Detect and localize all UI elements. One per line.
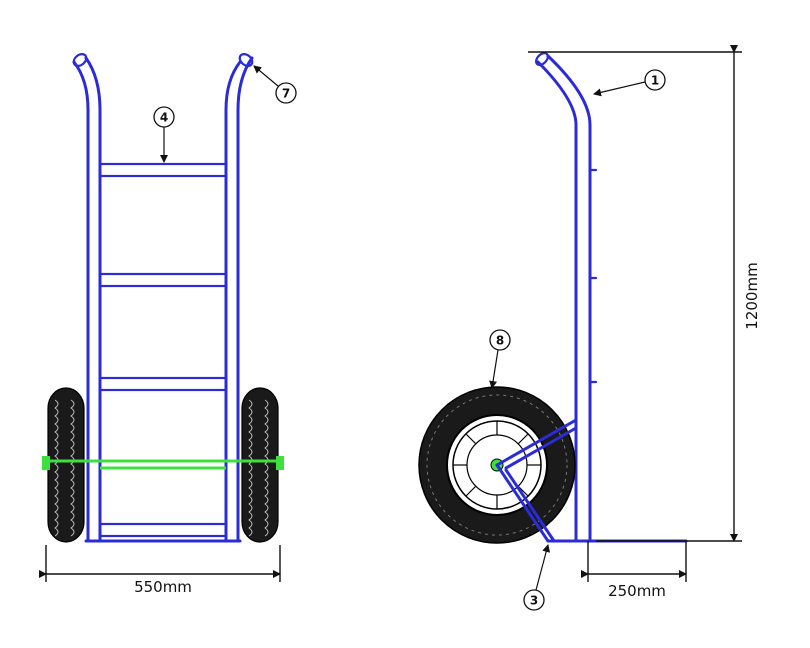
- callout-3-number: 3: [530, 594, 538, 608]
- toe-plate-label: 250mm: [608, 582, 666, 600]
- side-view: 1200mm 250mm 1 8 3: [418, 45, 761, 611]
- height-label: 1200mm: [743, 262, 761, 329]
- front-left-wheel: [47, 387, 85, 543]
- callout-7: 7: [253, 65, 297, 104]
- width-dimension: 550mm: [39, 545, 281, 596]
- front-right-wheel: [241, 387, 279, 543]
- callout-1: 1: [593, 69, 666, 97]
- callout-3: 3: [523, 544, 551, 611]
- callout-4-number: 4: [160, 111, 168, 125]
- front-frame: [72, 52, 254, 543]
- callout-8-number: 8: [496, 334, 504, 348]
- callout-1-number: 1: [651, 74, 659, 88]
- toe-plate-dimension: 250mm: [581, 541, 687, 600]
- front-view: 550mm 4 7: [39, 52, 297, 596]
- callout-7-number: 7: [282, 87, 290, 101]
- width-label: 550mm: [134, 578, 192, 596]
- callout-8: 8: [489, 329, 511, 389]
- front-axle: [42, 456, 284, 470]
- callout-4: 4: [153, 106, 175, 163]
- height-dimension: 1200mm: [528, 45, 761, 542]
- wheel-bracket: [495, 418, 578, 543]
